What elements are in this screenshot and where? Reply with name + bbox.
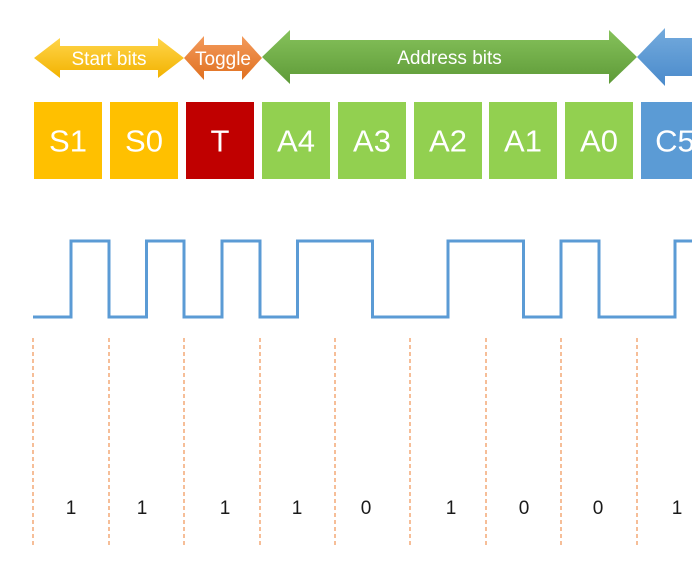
signal-waveform bbox=[33, 239, 692, 319]
signal-line bbox=[33, 239, 692, 319]
bit-value-t: 1 bbox=[220, 498, 231, 519]
bit-box-fill bbox=[489, 102, 557, 179]
bit-box-fill bbox=[262, 102, 330, 179]
bit-box-a4: A4 bbox=[262, 102, 330, 179]
group-label: Start bits bbox=[72, 49, 147, 70]
double-arrow-shape bbox=[637, 28, 692, 86]
bit-box-s1: S1 bbox=[34, 102, 102, 179]
bit-value-a2: 1 bbox=[446, 498, 457, 519]
bit-box-fill bbox=[414, 102, 482, 179]
bit-label: A4 bbox=[277, 124, 315, 159]
bit-label: S0 bbox=[125, 124, 163, 159]
bit-box-a1: A1 bbox=[489, 102, 557, 179]
group-arrow-command bbox=[637, 28, 692, 86]
bit-values: 1 1 1 1 0 1 0 0 1 bbox=[66, 498, 683, 519]
bit-label: A0 bbox=[580, 124, 618, 159]
bit-box-fill bbox=[641, 102, 692, 179]
bit-boxes: S1 S0 T A4 A3 A2 A1 A0 C5 bbox=[34, 102, 692, 179]
bit-value-s1: 1 bbox=[66, 498, 77, 519]
bit-value-s0: 1 bbox=[137, 498, 148, 519]
bit-value-a3: 0 bbox=[361, 498, 372, 519]
bit-value-a0: 0 bbox=[593, 498, 604, 519]
bit-value-c5: 1 bbox=[672, 498, 683, 519]
bit-box-a2: A2 bbox=[414, 102, 482, 179]
group-label: Toggle bbox=[195, 49, 251, 70]
bit-box-a0: A0 bbox=[565, 102, 633, 179]
bit-box-a3: A3 bbox=[338, 102, 406, 179]
bit-label: T bbox=[211, 124, 230, 159]
group-arrow-address-bits: Address bits bbox=[262, 30, 637, 84]
double-arrow-shape bbox=[184, 36, 262, 80]
bit-label: A2 bbox=[429, 124, 467, 159]
double-arrow-shape bbox=[34, 38, 184, 78]
group-arrows: Start bits Toggle Address bits bbox=[34, 28, 692, 86]
bit-box-fill bbox=[186, 102, 254, 179]
bit-box-t: T bbox=[186, 102, 254, 179]
group-label: Address bits bbox=[397, 48, 502, 69]
bit-label: A1 bbox=[504, 124, 542, 159]
bit-label: A3 bbox=[353, 124, 391, 159]
group-arrow-toggle: Toggle bbox=[184, 36, 262, 80]
bit-box-fill bbox=[110, 102, 178, 179]
bit-box-fill bbox=[565, 102, 633, 179]
double-arrow-shape bbox=[262, 30, 637, 84]
bit-box-fill bbox=[34, 102, 102, 179]
bit-value-a4: 1 bbox=[292, 498, 303, 519]
bit-value-a1: 0 bbox=[519, 498, 530, 519]
bit-label: C5 bbox=[655, 124, 692, 159]
bit-box-c5: C5 bbox=[641, 102, 692, 179]
bit-box-s0: S0 bbox=[110, 102, 178, 179]
bit-label: S1 bbox=[49, 124, 87, 159]
bit-box-fill bbox=[338, 102, 406, 179]
group-arrow-start-bits: Start bits bbox=[34, 38, 184, 78]
bit-dividers bbox=[32, 338, 638, 545]
